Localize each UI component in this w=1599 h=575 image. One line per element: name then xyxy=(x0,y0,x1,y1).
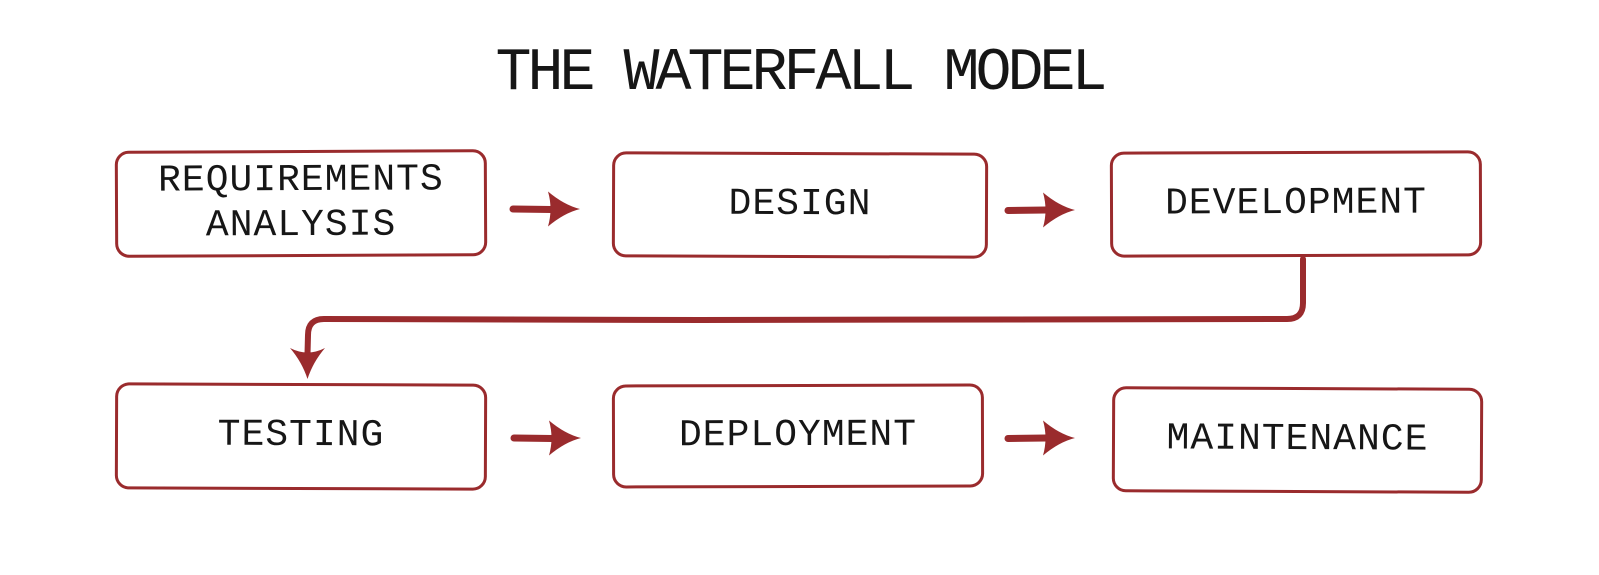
arrow-deployment-to-maintenance xyxy=(1004,420,1075,456)
stage-box-testing: TESTING xyxy=(114,382,488,491)
stage-label-design: DESIGN xyxy=(728,182,872,226)
arrow-design-to-development xyxy=(1004,192,1075,228)
stage-box-development: DEVELOPMENT xyxy=(1109,150,1483,258)
stage-box-deployment: DEPLOYMENT xyxy=(611,383,985,489)
stage-label-development: DEVELOPMENT xyxy=(1165,181,1427,226)
stage-box-maintenance: MAINTENANCE xyxy=(1111,386,1484,494)
stage-label-testing: TESTING xyxy=(217,413,385,458)
arrow-testing-to-deployment xyxy=(510,420,581,456)
stage-box-design: DESIGN xyxy=(611,151,989,259)
stage-label-maintenance: MAINTENANCE xyxy=(1166,417,1429,462)
stage-label-deployment: DEPLOYMENT xyxy=(678,413,918,457)
elbow-connector-development-to-testing xyxy=(290,256,1306,379)
diagram-title: THE WATERFALL MODEL xyxy=(495,40,1107,108)
arrow-requirements-to-design xyxy=(509,191,580,227)
stage-box-requirements-analysis: REQUIREMENTS ANALYSIS xyxy=(114,149,488,258)
stage-label-requirements-analysis: REQUIREMENTS ANALYSIS xyxy=(157,158,444,247)
